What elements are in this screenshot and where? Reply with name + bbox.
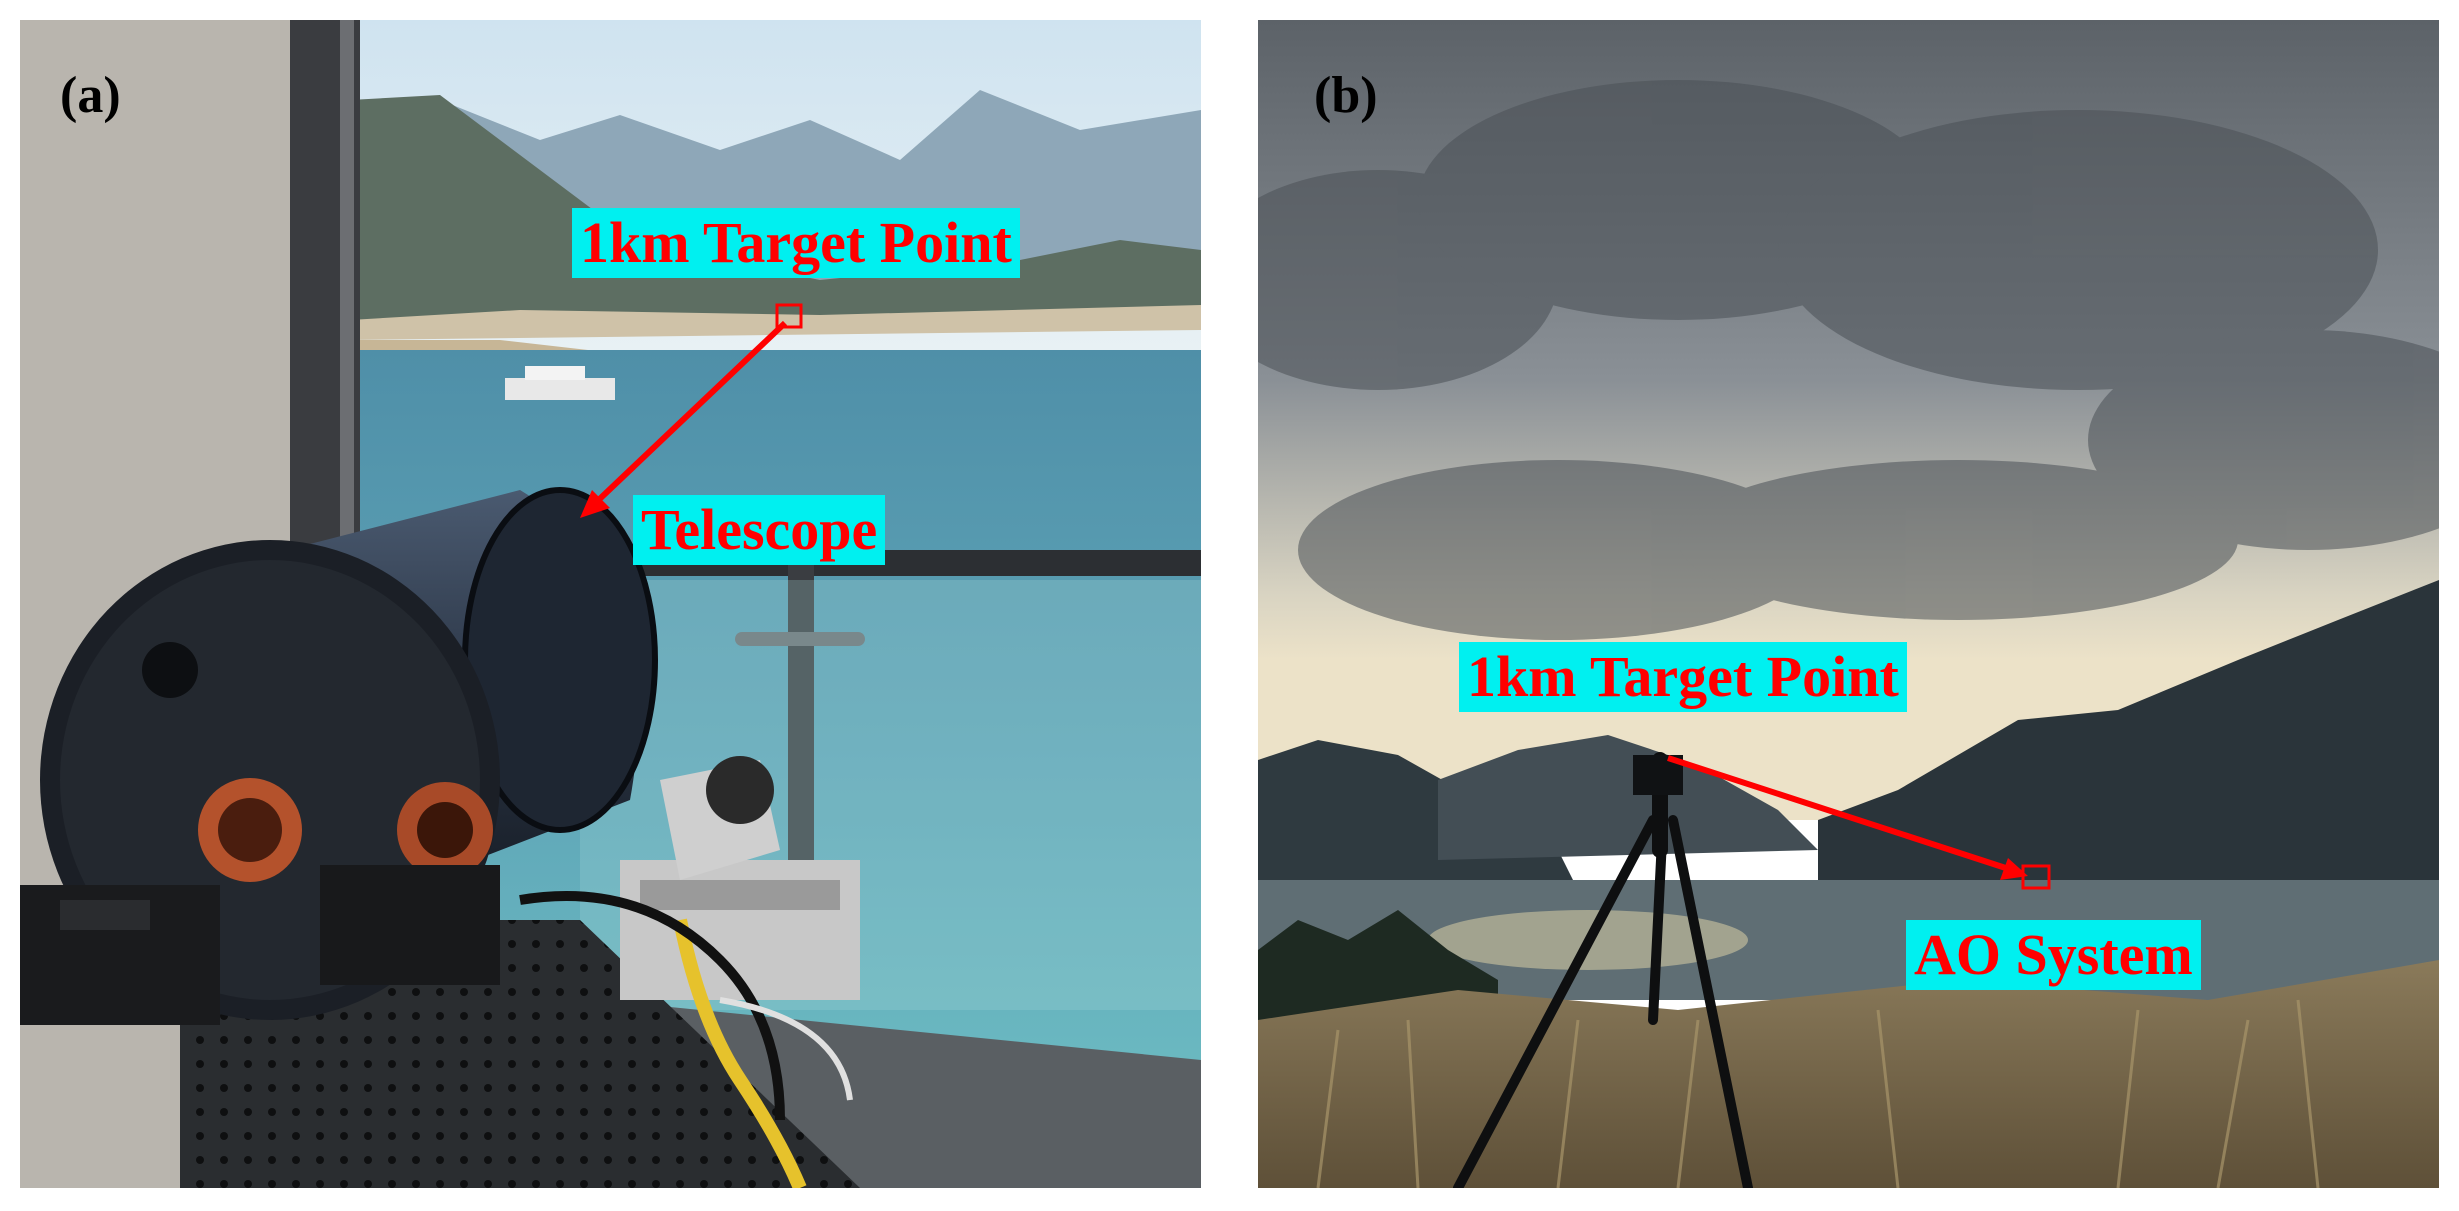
pointer-arrowhead <box>580 490 610 518</box>
pointer-arrowhead <box>2000 858 2028 880</box>
dry-grass <box>1258 960 2439 1188</box>
panel-b-ao-system-label: AO System <box>1906 920 2201 990</box>
boat <box>505 378 615 400</box>
boat-cabin <box>525 366 585 380</box>
black-cable <box>519 891 785 1121</box>
center-mountain <box>1438 735 1818 860</box>
left-mountain <box>1258 740 1578 900</box>
pointer-arrow <box>1667 755 2019 875</box>
railing-clamp <box>735 632 865 646</box>
railing-post <box>788 565 814 885</box>
yellow-cable <box>673 918 807 1188</box>
panel-b-letter: (b) <box>1314 67 1378 124</box>
grass-blades <box>1316 999 2320 1188</box>
panel-b-scene <box>1258 20 2439 1188</box>
panel-a-target-label: 1km Target Point <box>572 208 1020 278</box>
panel-a-photo: (a) 1km Target Point Telescope <box>20 20 1201 1188</box>
panel-b-photo: (b) 1km Target Point AO System <box>1258 20 2439 1188</box>
pointer-arrow <box>585 320 788 513</box>
tripod <box>1453 752 1753 1188</box>
panel-b-target-label: 1km Target Point <box>1459 642 1907 712</box>
right-mountains <box>1818 580 2439 900</box>
camera-right <box>320 865 500 985</box>
target-marker <box>2021 864 2051 890</box>
window-mullion <box>340 20 354 580</box>
white-cable <box>719 997 853 1101</box>
camera-vent <box>60 900 150 930</box>
clouds <box>1258 80 2439 640</box>
panel-a-letter: (a) <box>60 67 121 124</box>
panel-a-telescope-label: Telescope <box>633 495 886 565</box>
panel-a-scene <box>20 20 1201 1188</box>
target-marker <box>775 303 803 329</box>
